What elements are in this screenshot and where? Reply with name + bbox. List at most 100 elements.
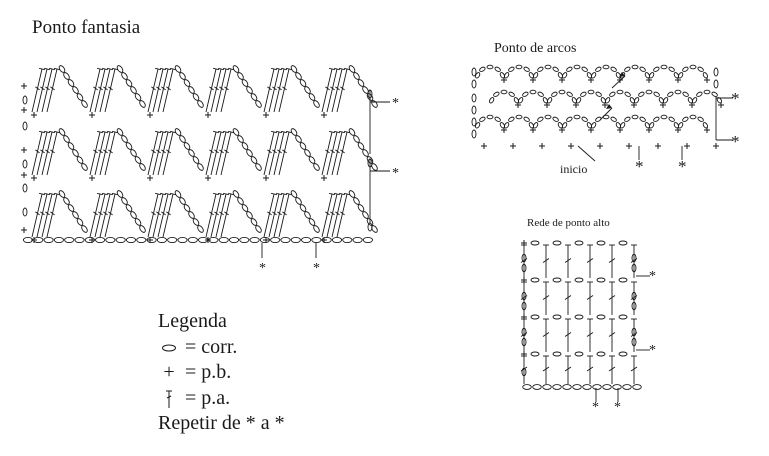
arcos-repeat-star-upper: *: [731, 89, 740, 108]
double-crochet-stitch: [321, 67, 336, 113]
chain-stitch: [342, 236, 353, 244]
chain-stitch: [645, 89, 653, 95]
double-crochet-stitch: [210, 130, 225, 176]
chain-stitch: [631, 337, 637, 347]
chain-stitch: [500, 89, 508, 95]
chain-stitch: [43, 236, 54, 244]
double-crochet-stitch: [268, 192, 283, 238]
chain-stitch: [631, 327, 637, 337]
double-crochet-stitch: [205, 130, 220, 176]
chain-stitch: [471, 129, 477, 139]
chain-stitch: [678, 122, 684, 129]
double-crochet-stitch: [321, 192, 336, 238]
chain-stitch: [660, 114, 668, 120]
single-crochet-stitch: [501, 127, 507, 133]
chain-stitch: [136, 236, 147, 244]
double-crochet-stitch: [210, 192, 225, 238]
chain-stitch: [552, 116, 559, 122]
chain-stitch: [618, 314, 628, 320]
chain-stitch: [471, 117, 477, 127]
chain-stitch: [72, 86, 79, 94]
chain-stitch: [177, 236, 188, 244]
chain-stitch: [562, 122, 568, 129]
chain-stitch: [295, 72, 302, 80]
chain-stitch: [574, 351, 584, 357]
tall-stitch-icon: [158, 386, 180, 412]
chain-stitch: [331, 236, 343, 244]
stitch-bar: [608, 332, 616, 337]
chain-stitch: [188, 149, 195, 157]
chain-stitch: [174, 65, 182, 73]
chain-stitch: [313, 100, 320, 108]
chain-stitch: [121, 72, 128, 80]
single-crochet-stitch: [544, 102, 550, 108]
chain-stitch: [353, 197, 360, 205]
chain-stitch: [197, 163, 204, 171]
chain-stitch: [183, 204, 191, 212]
chain-stitch: [537, 116, 544, 122]
single-crochet-stitch: [21, 227, 27, 233]
stitch-bar: [564, 332, 572, 337]
chain-stitch: [532, 384, 542, 390]
chain-stitch: [353, 135, 360, 143]
chain-stitch: [179, 135, 186, 143]
chain-stitch: [682, 91, 689, 97]
stitch-bar: [564, 295, 572, 300]
chain-stitch: [573, 114, 581, 120]
stitch-bar: [608, 366, 616, 372]
chain-stitch: [566, 116, 573, 122]
chain-stitch: [581, 66, 588, 72]
chain-stitch: [188, 211, 195, 219]
single-crochet-stitch: [646, 127, 652, 133]
single-crochet-stitch: [21, 107, 27, 113]
single-crochet-stitch: [568, 143, 574, 149]
chain-stitch: [192, 93, 200, 101]
chain-stitch: [668, 116, 675, 122]
double-crochet-stitch: [268, 130, 283, 176]
single-crochet-stitch: [481, 143, 487, 149]
double-crochet-stitch: [321, 130, 336, 176]
chain-stitch: [156, 236, 167, 244]
chain-stitch: [508, 91, 515, 97]
chain-stitch: [139, 225, 146, 233]
single-crochet-stitch: [530, 127, 536, 133]
double-crochet-stitch: [215, 130, 230, 176]
double-crochet-stitch: [94, 67, 109, 113]
chain-stitch: [632, 384, 642, 390]
chain-stitch: [530, 314, 540, 320]
chain-stitch: [494, 116, 501, 122]
double-crochet-stitch: [336, 130, 351, 176]
chain-stitch: [125, 204, 133, 212]
chain-stitch: [22, 95, 28, 105]
chain-stitch: [486, 114, 494, 120]
chain-stitch: [259, 236, 270, 244]
chain-stitch: [552, 314, 562, 320]
single-crochet-stitch: [263, 112, 269, 118]
direction-arrow: [599, 107, 613, 121]
single-crochet-stitch: [31, 237, 37, 243]
ponto-de-arcos-chart: [471, 64, 733, 162]
fantasia-repeat-star-start: *: [259, 261, 266, 276]
chain-stitch: [515, 64, 523, 70]
chain-stitch: [591, 72, 597, 79]
stitch-bar: [586, 332, 594, 337]
chain-stitch: [530, 240, 540, 246]
direction-arrow: [611, 75, 626, 89]
chain-stitch: [624, 116, 631, 122]
double-crochet-stitch: [326, 192, 341, 238]
double-crochet-stitch: [31, 67, 46, 113]
double-crochet-stitch: [331, 130, 346, 176]
chain-stitch: [348, 190, 356, 198]
double-crochet-stitch: [205, 67, 220, 113]
rede-repeat-star-lower: *: [649, 343, 656, 358]
chain-stitch: [544, 114, 552, 120]
single-crochet-stitch: [675, 127, 681, 133]
chain-stitch: [295, 197, 302, 205]
chain-stitch: [609, 91, 616, 97]
stitch-bar: [608, 258, 616, 263]
chain-stitch: [313, 225, 320, 233]
chain-stitch: [348, 65, 356, 73]
chain-stitch: [602, 384, 612, 390]
chain-stitch: [134, 93, 142, 101]
chain-stitch: [562, 384, 572, 390]
